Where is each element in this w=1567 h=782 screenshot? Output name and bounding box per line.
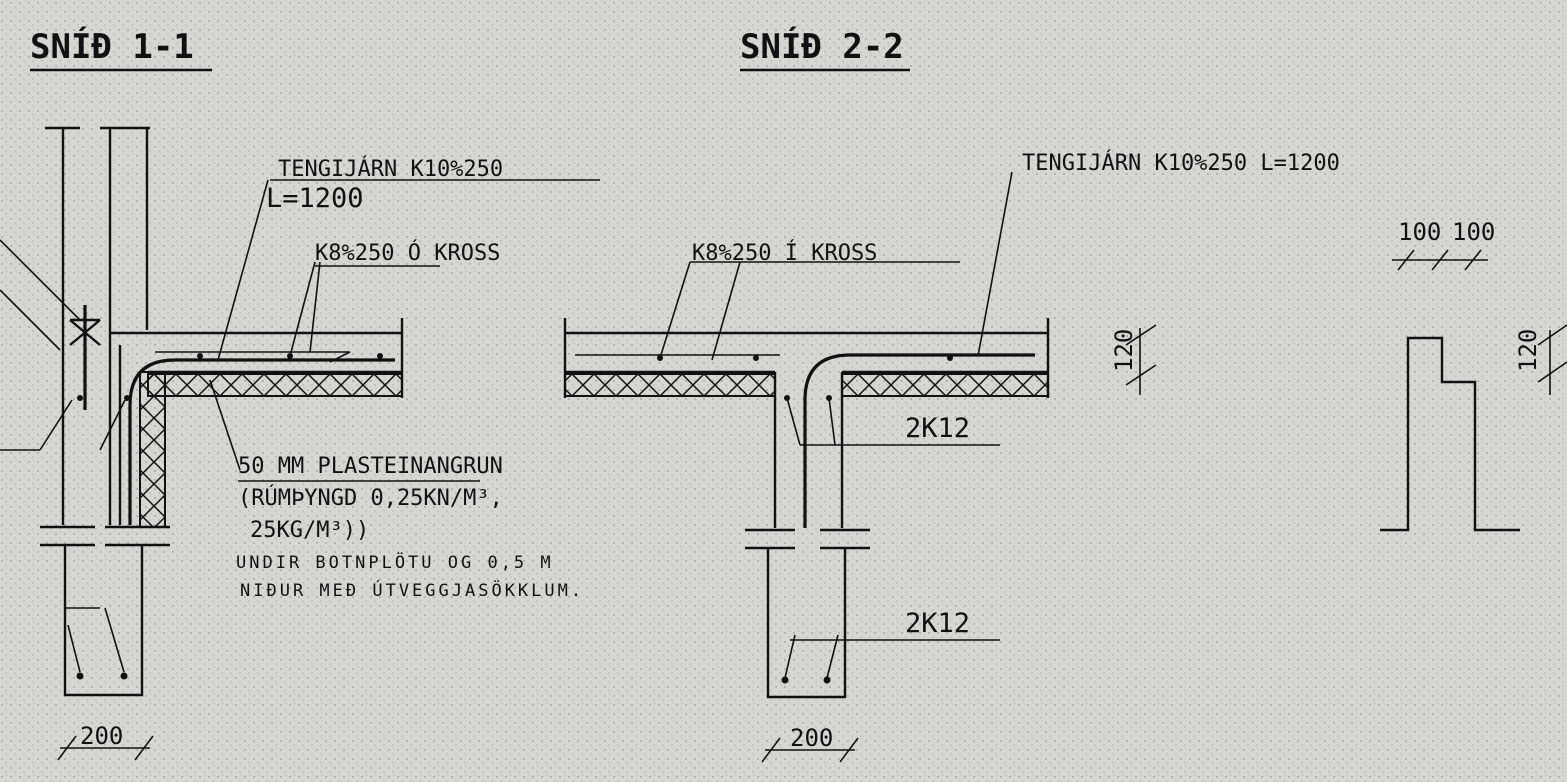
- leader-line: [977, 171, 1013, 357]
- leader-line: [289, 261, 316, 357]
- stepped-profile: [1380, 336, 1520, 532]
- section-2-2: SNÍÐ 2-2: [563, 26, 1340, 763]
- dimension-tick: [839, 737, 859, 763]
- footing-outline: [63, 545, 144, 697]
- dimension-left: 100: [1398, 218, 1441, 246]
- slab-mesh-label: K8%250 Ó KROSS: [315, 240, 500, 266]
- insulation-note-line4: UNDIR BOTNPLÖTU OG 0,5 M: [236, 551, 554, 573]
- beam-rebar-bottom-label: 2K12: [905, 608, 970, 639]
- footing-stirrup: [826, 634, 839, 679]
- rebar-dot: [823, 676, 831, 684]
- connection-rebar-length-label: L=1200: [266, 183, 364, 214]
- footing-stirrup: [67, 624, 81, 673]
- footing-stirrup: [104, 607, 125, 673]
- dimension-tick: [1537, 361, 1567, 383]
- leader-line: [217, 179, 269, 361]
- dimension-tick: [1125, 324, 1157, 346]
- post-symbol: [69, 319, 101, 346]
- rebar-dot: [781, 676, 789, 684]
- slab-mesh-label: K8%250 Í KROSS: [692, 240, 877, 266]
- insulation-note-line3: 25KG/M³)): [250, 518, 369, 543]
- footing-outline: [766, 548, 847, 699]
- insulation-note-line2: (RÚMÞYNGD 0,25KN/M³,: [238, 485, 503, 511]
- dimension-tick: [134, 735, 154, 761]
- wall-insulation: [139, 371, 166, 528]
- slab-insulation: [147, 373, 403, 397]
- dimension-tick: [1464, 249, 1482, 271]
- leader-line: [659, 261, 691, 359]
- dimension-tick: [1537, 324, 1567, 346]
- dimension-tick: [761, 737, 781, 763]
- rebar-dot: [77, 395, 83, 401]
- connection-rebar: [128, 358, 395, 525]
- slab-depth-dimension: 120: [1110, 329, 1138, 372]
- slab-insulation-left: [564, 373, 776, 397]
- rebar-dot: [947, 355, 953, 361]
- rebar-dot: [120, 672, 128, 680]
- rebar-dot: [124, 395, 130, 401]
- beam-rebar-top-label: 2K12: [905, 413, 970, 444]
- connection-rebar: [803, 353, 1035, 528]
- rebar-dot: [753, 355, 759, 361]
- rebar-dot: [76, 672, 84, 680]
- dimension-tick: [1125, 364, 1157, 386]
- section-1-1: SNÍÐ 1-1: [0, 26, 600, 761]
- insulation-note-line5: NIÐUR MEÐ ÚTVEGGJASÖKKLUM.: [240, 579, 584, 601]
- dimension-right: 100: [1452, 218, 1495, 246]
- footing-width-dimension: 200: [790, 724, 833, 752]
- connection-rebar-label: TENGIJÁRN K10%250 L=1200: [1022, 150, 1340, 176]
- depth-dimension: 120: [1514, 329, 1542, 372]
- dimension-tick: [1397, 249, 1415, 271]
- leader-line: [711, 261, 741, 361]
- leader-line: [828, 397, 836, 446]
- footing-stirrup: [784, 634, 796, 679]
- dimension-tick: [57, 735, 77, 761]
- connection-rebar-label: TENGIJÁRN K10%250: [278, 156, 503, 182]
- leader-line: [39, 399, 73, 451]
- rebar-dot: [377, 353, 383, 359]
- detail-3: 100 100 120: [1380, 218, 1567, 532]
- leader-line: [786, 397, 801, 446]
- wall-diagonal: [0, 239, 81, 321]
- wall-diagonal: [0, 289, 61, 351]
- section-1-title: SNÍÐ 1-1: [30, 26, 194, 67]
- leader-line: [309, 261, 321, 353]
- section-2-title: SNÍÐ 2-2: [740, 26, 904, 67]
- slab-insulation-right: [841, 373, 1049, 397]
- leader-line: [99, 399, 126, 451]
- dimension-tick: [1431, 249, 1449, 271]
- leader-line: [209, 379, 241, 471]
- insulation-note-line1: 50 MM PLASTEINANGRUN: [238, 454, 503, 479]
- footing-width-dimension: 200: [80, 722, 123, 750]
- rebar-dot: [197, 353, 203, 359]
